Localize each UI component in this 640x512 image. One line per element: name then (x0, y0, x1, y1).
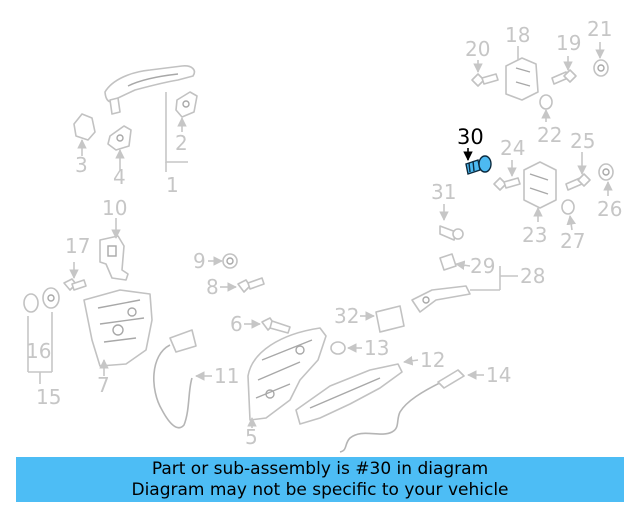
part-5-module-carrier (247, 327, 327, 421)
part-17-screw (63, 278, 87, 291)
part-12-regulator (295, 363, 403, 425)
part-11-cable (153, 329, 197, 429)
callout-8: 8 (206, 275, 219, 299)
callout-24: 24 (500, 136, 525, 160)
callout-25: 25 (570, 129, 595, 153)
part-20-bolt (471, 73, 499, 87)
caption-line-2: Diagram may not be specific to your vehi… (131, 479, 509, 500)
part-28-check-strap (411, 285, 471, 313)
caption-banner: Part or sub-assembly is #30 in diagram D… (16, 457, 624, 502)
callout-13: 13 (364, 336, 389, 360)
part-32-bumper (375, 305, 405, 333)
callout-7: 7 (97, 373, 110, 397)
callout-29: 29 (470, 254, 495, 278)
callout-15: 15 (36, 385, 61, 409)
part-19-bolt (551, 69, 577, 85)
callout-9: 9 (193, 249, 206, 273)
part-13-washer (330, 341, 346, 355)
part-1-exterior-handle (104, 65, 196, 115)
callout-12: 12 (420, 348, 445, 372)
part-29-cover (439, 253, 457, 271)
callout-6: 6 (230, 312, 243, 336)
callout-32: 32 (334, 304, 359, 328)
callout-22: 22 (537, 123, 562, 147)
callout-27: 27 (560, 229, 585, 253)
callout-26: 26 (597, 197, 622, 221)
part-21-washer (593, 59, 609, 77)
part-31-bolt (439, 225, 464, 241)
leader-lines (27, 42, 613, 428)
part-9-nut (222, 253, 238, 269)
callout-5: 5 (245, 425, 258, 449)
callout-11: 11 (214, 364, 239, 388)
callout-14: 14 (486, 363, 511, 387)
callout-10: 10 (102, 196, 127, 220)
callout-labels: 2 1 3 4 10 17 9 8 6 16 15 7 11 5 32 13 1… (26, 17, 622, 449)
part-15-seal (42, 287, 60, 309)
callout-28: 28 (520, 264, 545, 288)
callout-2: 2 (175, 131, 188, 155)
part-30-bolt-highlighted (465, 155, 492, 175)
part-26-washer (598, 163, 614, 181)
callout-30-highlighted: 30 (457, 125, 484, 149)
callout-21: 21 (587, 17, 612, 41)
part-14-cable (339, 369, 465, 453)
callout-19: 19 (556, 31, 581, 55)
part-2-handle-cap (175, 91, 198, 118)
part-7-door-latch (83, 289, 153, 367)
callout-4: 4 (113, 165, 126, 189)
callout-17: 17 (65, 234, 90, 258)
callout-31: 31 (431, 180, 456, 204)
caption-line-1: Part or sub-assembly is #30 in diagram (151, 458, 489, 479)
part-6-bolt (261, 317, 291, 334)
part-18-hinge (505, 57, 539, 101)
part-27-bushing (561, 199, 575, 215)
callout-3: 3 (75, 153, 88, 177)
part-25-bolt (565, 173, 591, 191)
part-10-bracket (99, 235, 129, 281)
part-23-hinge (523, 161, 557, 209)
callout-20: 20 (465, 37, 490, 61)
callout-23: 23 (522, 223, 547, 247)
callout-16: 16 (26, 339, 51, 363)
callout-1: 1 (166, 173, 179, 197)
part-22-bushing (539, 94, 553, 110)
part-24-bolt (493, 177, 521, 191)
callout-18: 18 (505, 23, 530, 47)
part-16-seal (23, 293, 39, 313)
part-3-cover (73, 113, 96, 141)
part-4-bezel (107, 125, 132, 151)
part-8-bolt (237, 277, 265, 293)
